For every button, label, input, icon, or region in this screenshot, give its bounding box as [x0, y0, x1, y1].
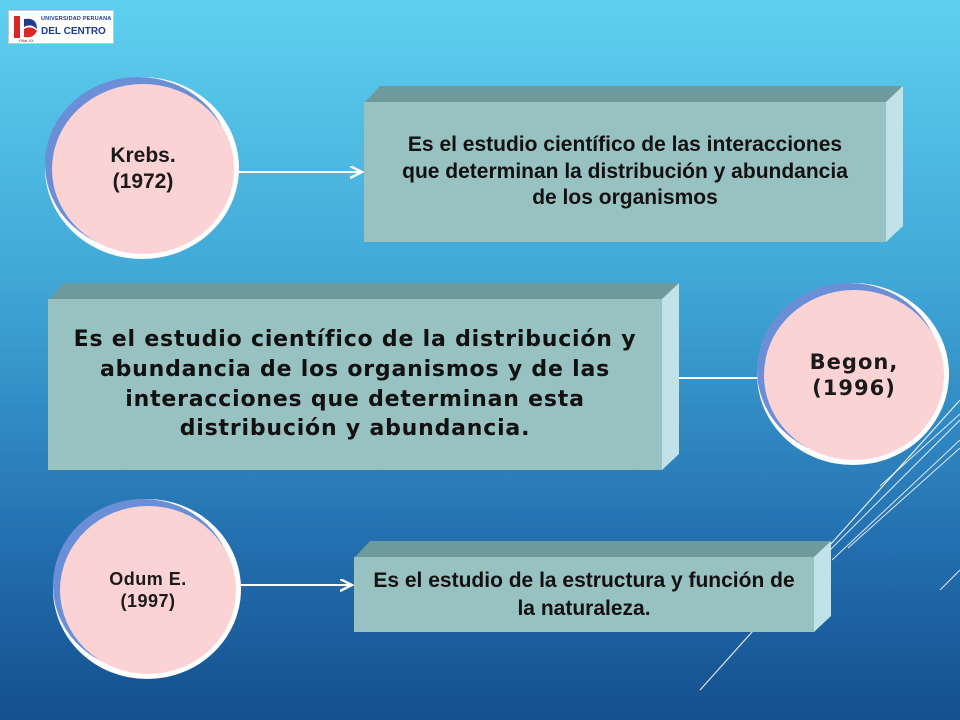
author-circle-odum: Odum E. (1997) [60, 506, 236, 674]
definition-box-begon: Es el estudio científico de la distribuc… [48, 299, 662, 470]
definition-text: Es el estudio científico de la distribuc… [73, 327, 637, 442]
logo-line-1: UNIVERSIDAD PERUANA [41, 16, 112, 22]
definition-box-krebs: Es el estudio científico de las interacc… [364, 102, 886, 242]
box-top-odum [354, 541, 831, 558]
university-emblem-icon [14, 16, 37, 38]
definition-box-odum: Es el estudio de la estructura y función… [354, 557, 814, 632]
box-side-krebs [886, 86, 903, 242]
box-top-krebs [364, 86, 902, 103]
box-side-begon [662, 283, 679, 470]
logo-line-3: Filial XX [19, 38, 34, 43]
author-circle-krebs: Krebs. (1972) [52, 84, 234, 254]
university-logo: UNIVERSIDAD PERUANA DEL CENTRO Filial XX [8, 10, 114, 44]
author-label: Krebs. (1972) [110, 143, 176, 193]
definition-text: Es el estudio de la estructura y función… [373, 569, 795, 620]
author-circle-begon: Begon, (1996) [764, 290, 944, 460]
definition-text: Es el estudio científico de las interacc… [402, 133, 848, 210]
logo-line-2: DEL CENTRO [41, 26, 106, 37]
author-label: Begon, (1996) [809, 349, 899, 400]
box-side-odum [814, 541, 831, 632]
box-top-begon [48, 283, 679, 300]
author-label: Odum E. (1997) [109, 568, 187, 612]
